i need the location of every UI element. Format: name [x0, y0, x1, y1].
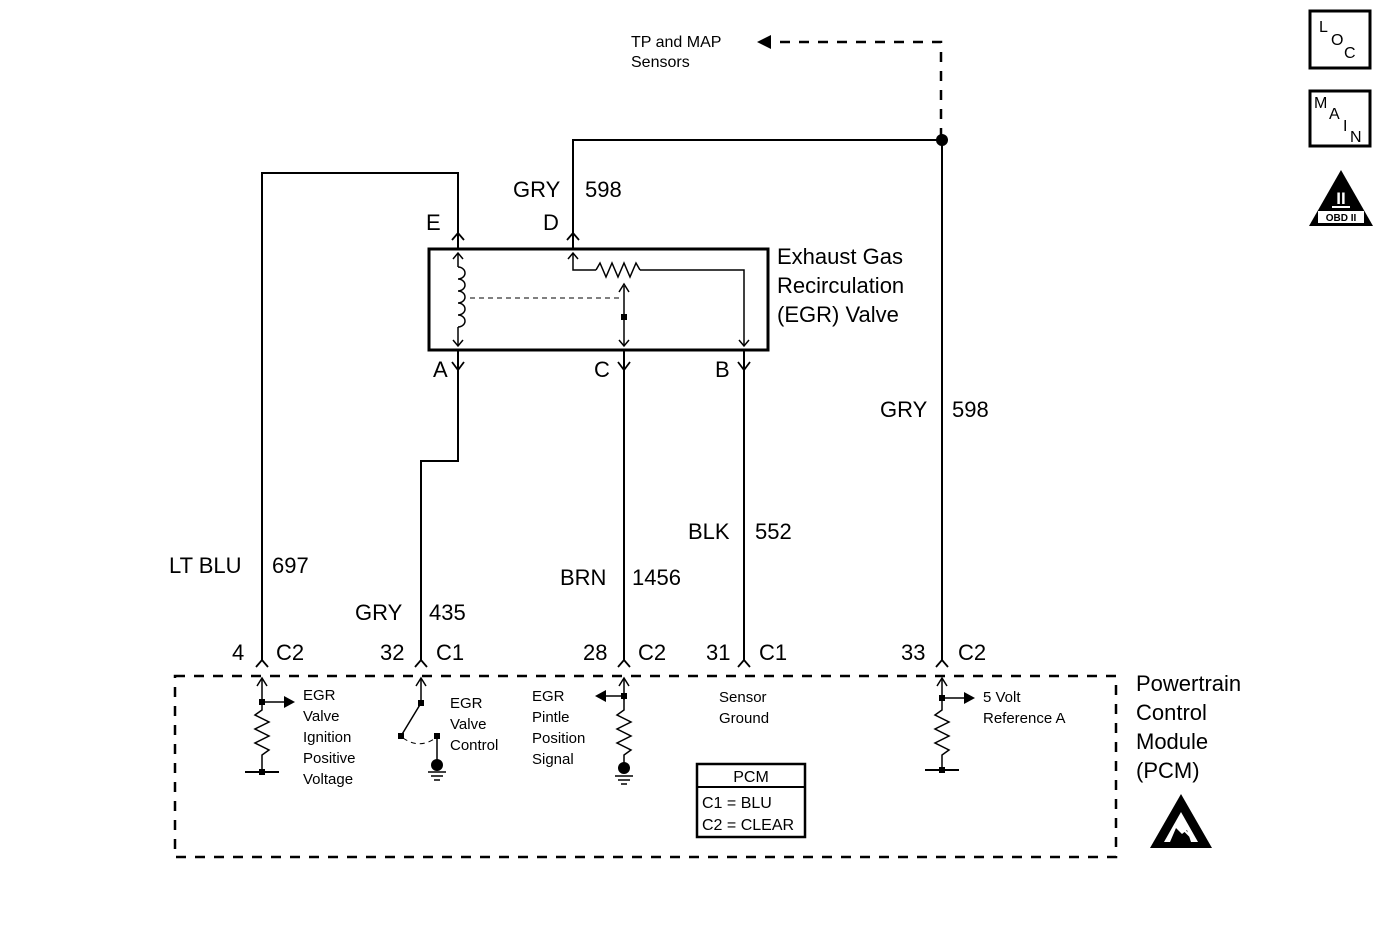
tp-map-link: TP and MAP Sensors — [631, 34, 943, 138]
pcm-pin-32-conn: C1 — [436, 640, 464, 665]
pcm-title-line3: Module — [1136, 729, 1208, 754]
wire-circuit-435: 435 — [429, 600, 466, 625]
esd-warning-icon — [1150, 794, 1212, 848]
ground-symbol-icon — [428, 771, 446, 781]
pcm-pin-28-num: 28 — [583, 640, 607, 665]
pin-a-connector — [451, 361, 465, 372]
pcm-pintle-line4: Signal — [532, 751, 574, 768]
pcm-pin-33-conn: C2 — [958, 640, 986, 665]
wire-label-lt-blu: LT BLU — [169, 553, 242, 578]
wire-gry-435 — [420, 370, 459, 660]
wire-circuit-598-top: 598 — [585, 177, 622, 202]
arrow-right-icon — [284, 696, 295, 708]
pcm-connectors: 4 C2 32 C1 28 C2 31 C1 33 C2 — [232, 640, 986, 668]
tp-map-label-line2: Sensors — [631, 54, 690, 71]
wire-lt-blu-697 — [261, 172, 459, 660]
wire-circuit-1456: 1456 — [632, 565, 681, 590]
main-a: A — [1329, 106, 1340, 123]
loc-c: C — [1344, 45, 1356, 62]
pcm-pin-4-conn: C2 — [276, 640, 304, 665]
pcm-pin-31-conn: C1 — [759, 640, 787, 665]
wire-label-gry-top: GRY — [513, 177, 561, 202]
pcm-title-line1: Powertrain — [1136, 671, 1241, 696]
wire-label-gry-right: GRY — [880, 397, 928, 422]
pin-a-label: A — [433, 357, 448, 382]
pin-c-connector — [617, 361, 631, 372]
pin-b-connector — [737, 361, 751, 372]
pcm-control-line1: EGR — [450, 695, 483, 712]
pin-b-label: B — [715, 357, 730, 382]
pcm-control-line2: Valve — [450, 716, 486, 733]
pcm-ignition-line4: Positive — [303, 750, 356, 767]
pcm-pintle-circuit: EGR Pintle Position Signal — [532, 676, 633, 785]
egr-valve-title-line3: (EGR) Valve — [777, 302, 899, 327]
solenoid-coil-icon — [452, 251, 466, 348]
pcm-ignition-line3: Ignition — [303, 729, 351, 746]
pcm-pintle-line3: Position — [532, 730, 585, 747]
obd-ii-icon[interactable]: II OBD II — [1309, 170, 1373, 226]
pcm-pin-4-num: 4 — [232, 640, 244, 665]
pcm-pin-28-conn: C2 — [638, 640, 666, 665]
loc-badge-icon[interactable]: L O C — [1308, 9, 1372, 70]
pcm-pin-32-num: 32 — [380, 640, 404, 665]
pcm-title-line2: Control — [1136, 700, 1207, 725]
egr-valve-title-line2: Recirculation — [777, 273, 904, 298]
tp-map-label-line1: TP and MAP — [631, 34, 721, 51]
loc-o: O — [1331, 32, 1343, 49]
legend-c2: C2 = CLEAR — [702, 817, 794, 834]
pintle-potentiometer-icon — [567, 251, 750, 348]
wire-circuit-697: 697 — [272, 553, 309, 578]
pcm-control-circuit: EGR Valve Control — [398, 676, 498, 781]
pcm-pin-32-connector — [414, 658, 428, 668]
pcm-ground-line1: Sensor — [719, 689, 767, 706]
switch-contact-icon — [400, 702, 422, 737]
pcm-pintle-line2: Pintle — [532, 709, 570, 726]
pcm-pintle-line1: EGR — [532, 688, 565, 705]
pcm-ignition-circuit: EGR Valve Ignition Positive Voltage — [245, 676, 356, 788]
egr-valve: E D A C B — [426, 210, 904, 382]
main-m: M — [1314, 95, 1327, 112]
splice-dot — [936, 134, 948, 146]
pin-c-label: C — [594, 357, 610, 382]
legend-title: PCM — [733, 769, 769, 786]
main-i: I — [1343, 118, 1347, 135]
pcm-title-line4: (PCM) — [1136, 758, 1200, 783]
pcm-reference-circuit: 5 Volt Reference A — [925, 676, 1066, 773]
legend-c1: C1 = BLU — [702, 795, 772, 812]
pcm-box — [173, 674, 1118, 859]
wire-gry-598 — [572, 134, 948, 660]
loc-l: L — [1319, 19, 1328, 36]
wire-label-brn: BRN — [560, 565, 606, 590]
pcm-pin-28-connector — [617, 658, 631, 668]
egr-valve-box — [427, 247, 770, 352]
pcm-ignition-line1: EGR — [303, 687, 336, 704]
pcm-pin-31-num: 31 — [706, 640, 730, 665]
pcm-ignition-line2: Valve — [303, 708, 339, 725]
pcm-pin-31-connector — [737, 658, 751, 668]
egr-valve-title-line1: Exhaust Gas — [777, 244, 903, 269]
pcm-ref-line2: Reference A — [983, 710, 1066, 727]
pcm-pin-33-num: 33 — [901, 640, 925, 665]
wire-label-blk: BLK — [688, 519, 730, 544]
pin-d-label: D — [543, 210, 559, 235]
wire-label-gry-435: GRY — [355, 600, 403, 625]
wire-circuit-598-right: 598 — [952, 397, 989, 422]
arrow-right-icon — [964, 692, 975, 704]
pin-e-label: E — [426, 210, 441, 235]
wire-circuit-552: 552 — [755, 519, 792, 544]
obd-numeral: II — [1336, 189, 1345, 208]
main-n: N — [1350, 129, 1362, 146]
pcm-pin-33-connector — [935, 658, 949, 668]
pcm-connector-legend: PCM C1 = BLU C2 = CLEAR — [695, 762, 807, 839]
pcm-ref-line1: 5 Volt — [983, 689, 1021, 706]
pcm-ground-line2: Ground — [719, 710, 769, 727]
main-badge-icon[interactable]: M A I N — [1308, 89, 1372, 148]
pcm-ignition-line5: Voltage — [303, 771, 353, 788]
arrow-left-icon — [595, 690, 606, 702]
pcm-control-line3: Control — [450, 737, 498, 754]
ground-symbol-icon — [615, 775, 633, 785]
obd-label: OBD II — [1326, 213, 1357, 224]
pcm-pin-4-connector — [255, 658, 269, 668]
